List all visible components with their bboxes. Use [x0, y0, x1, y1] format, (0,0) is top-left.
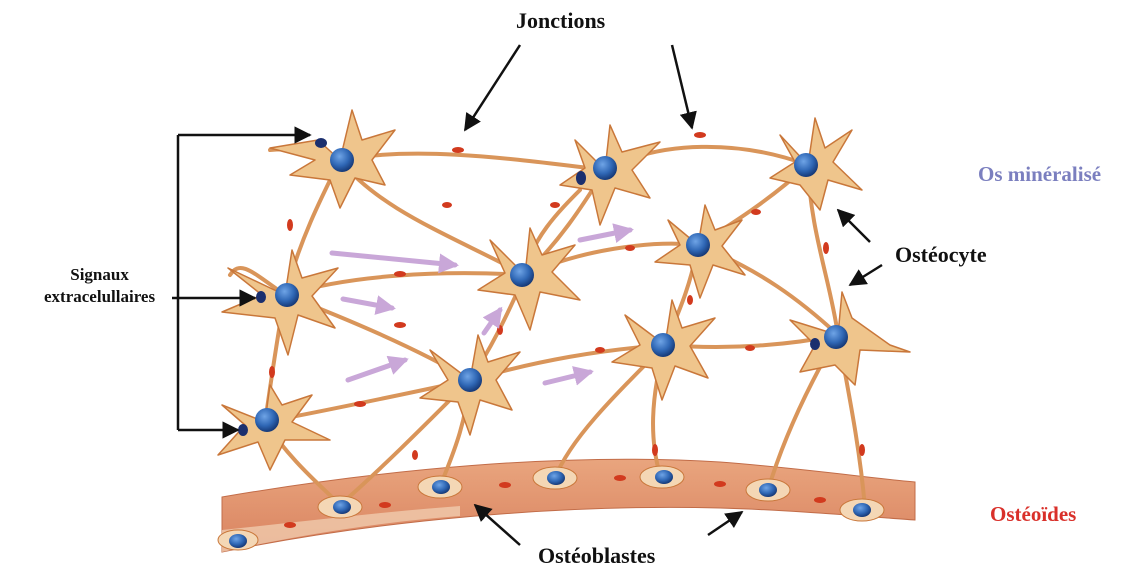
- signal-arrow: [348, 360, 405, 380]
- nucleus: [510, 263, 534, 287]
- nucleus: [794, 153, 818, 177]
- junction: [497, 325, 503, 335]
- osteocyte-cell: [790, 292, 910, 385]
- junction: [499, 482, 511, 488]
- nucleus: [686, 233, 710, 257]
- nucleus: [229, 534, 247, 548]
- junction: [714, 481, 726, 487]
- junction: [814, 497, 826, 503]
- junction: [412, 450, 418, 460]
- junction: [452, 147, 464, 153]
- receptor: [256, 291, 266, 303]
- junction: [751, 209, 761, 215]
- osteoides-label: Ostéoïdes: [990, 502, 1076, 527]
- signal-arrow: [332, 253, 455, 265]
- osteocyte-arrow-upper: [838, 210, 870, 242]
- junction: [269, 366, 275, 378]
- junction: [614, 475, 626, 481]
- junction: [354, 401, 366, 407]
- receptor: [810, 338, 820, 350]
- junction: [379, 502, 391, 508]
- jonctions-label: Jonctions: [516, 8, 605, 34]
- receptor: [315, 138, 327, 148]
- junction: [595, 347, 605, 353]
- junction: [442, 202, 452, 208]
- receptor: [238, 424, 248, 436]
- osteoblastes-arrow-right: [708, 512, 742, 535]
- nucleus: [651, 333, 675, 357]
- osteoblastes-label: Ostéoblastes: [538, 543, 655, 569]
- nucleus: [330, 148, 354, 172]
- nucleus: [255, 408, 279, 432]
- junction: [652, 444, 658, 456]
- jonctions-arrow-right: [672, 45, 692, 128]
- nucleus: [333, 500, 351, 514]
- junction: [859, 444, 865, 456]
- nucleus: [275, 283, 299, 307]
- nucleus: [853, 503, 871, 517]
- signal-arrow: [343, 299, 392, 308]
- junction: [394, 322, 406, 328]
- junction: [745, 345, 755, 351]
- osteocyte-label: Ostéocyte: [895, 242, 987, 268]
- nucleus: [759, 483, 777, 497]
- cell-processes: [230, 147, 865, 508]
- signal-arrow: [545, 372, 590, 383]
- nucleus: [547, 471, 565, 485]
- junction: [284, 522, 296, 528]
- nucleus: [432, 480, 450, 494]
- nucleus: [824, 325, 848, 349]
- receptor: [576, 171, 586, 185]
- jonctions-arrow-left: [465, 45, 520, 130]
- junction: [823, 242, 829, 254]
- signaux-label-line2: extracelullaires: [44, 286, 155, 308]
- nucleus: [593, 156, 617, 180]
- junction: [394, 271, 406, 277]
- osteocyte-arrow-lower: [850, 265, 882, 285]
- junction: [550, 202, 560, 208]
- junction: [687, 295, 693, 305]
- nucleus: [655, 470, 673, 484]
- signaux-extracellulaires-label: Signaux extracelullaires: [44, 264, 155, 308]
- junction: [287, 219, 293, 231]
- junction: [694, 132, 706, 138]
- os-mineralise-label: Os minéralisé: [978, 162, 1101, 187]
- nucleus: [458, 368, 482, 392]
- signal-arrow: [580, 230, 630, 240]
- signaux-label-line1: Signaux: [44, 264, 155, 286]
- junction: [625, 245, 635, 251]
